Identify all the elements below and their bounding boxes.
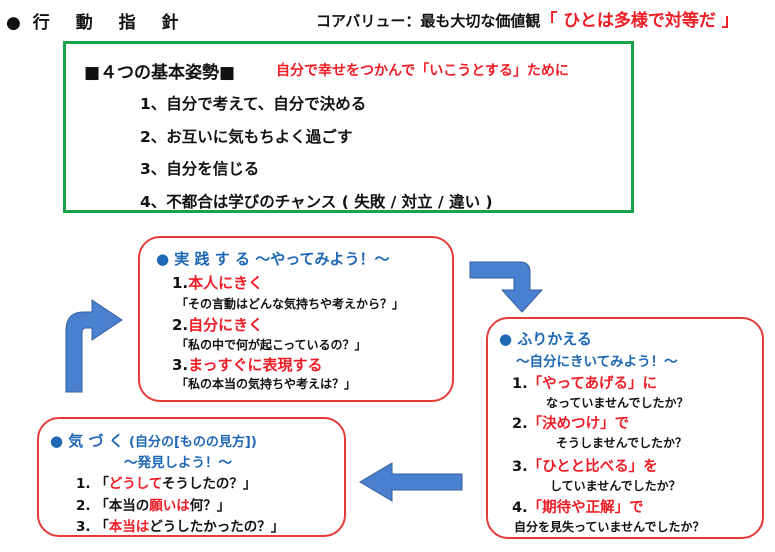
notice-item: 1. 「どうしてそうしたの？」: [76, 472, 256, 492]
practice-item: 1.本人にきく: [172, 272, 263, 293]
notice-red: 本当は: [108, 519, 150, 535]
reflect-label: 「決めつけ」: [527, 416, 615, 432]
reflect-title: ● ふりかえる: [499, 330, 592, 348]
posture-subtitle: 自分で幸せをつかんで「いこうとする」ために: [276, 63, 569, 79]
practice-quote: 「その言動はどんな気持ちや考えから？」: [176, 297, 405, 311]
reflect-label: 「やってあげる」: [527, 376, 643, 392]
reflect-particle: で: [614, 416, 630, 432]
notice-num: 3.: [76, 519, 91, 535]
title-char: 指: [118, 13, 138, 33]
reflect-num: 1.: [512, 376, 528, 392]
notice-open: 「: [95, 519, 109, 535]
reflect-num: 3.: [512, 459, 528, 475]
notice-rest: 何？」: [189, 498, 231, 514]
practice-label: 自分にきく: [188, 316, 264, 334]
basic-posture-box: [63, 41, 634, 213]
practice-num: 2.: [172, 316, 189, 334]
core-value-prefix: コアバリュー：最も大切な価値観: [316, 12, 541, 30]
reflect-item: 3.「ひとと比べる」を: [512, 455, 658, 476]
reflect-num: 4.: [512, 500, 528, 516]
arrow-right-down-icon: [469, 261, 544, 313]
reflect-line2: していませんでしたか？: [550, 479, 681, 493]
practice-quote: 「私の中で何が起こっているの？」: [176, 338, 367, 352]
notice-title: ● 気 づ く (自分の[ものの見方]): [50, 430, 257, 451]
reflect-item: 4.「期待や正解」で: [512, 496, 644, 517]
posture-item: 3、自分を信じる: [140, 160, 260, 178]
notice-red: どうして: [108, 476, 162, 492]
practice-label: まっすぐに表現する: [188, 356, 323, 374]
notice-open: 「本当の: [95, 498, 150, 514]
title-char: 動: [75, 13, 95, 33]
practice-num: 1.: [172, 274, 189, 292]
posture-item: 1、自分で考えて、自分で決める: [140, 95, 367, 113]
reflect-item: 2.「決めつけ」で: [512, 412, 629, 433]
core-value-text: 「 ひとは多様で対等だ 」: [540, 11, 739, 31]
practice-quote: 「私の本当の気持ちや考えは？」: [176, 377, 357, 391]
title-bullet: ●: [6, 13, 23, 33]
practice-label: 本人にきく: [188, 274, 264, 292]
notice-subtitle: ～発見しよう！～: [124, 455, 232, 471]
practice-item: 3.まっすぐに表現する: [172, 354, 323, 375]
title-char: 針: [161, 13, 181, 33]
notice-open: 「: [95, 476, 109, 492]
notice-red: 願いは: [149, 498, 190, 514]
reflect-subtitle: ～自分にきいてみよう！～: [516, 354, 678, 370]
posture-item: 4、不都合は学びのチャンス ( 失敗 / 対立 / 違い ): [140, 193, 493, 211]
notice-title-note: (自分の[ものの見方]): [129, 435, 257, 450]
title-char: 行: [32, 13, 52, 33]
posture-item: 2、お互いに気もちよく過ごす: [140, 128, 353, 146]
arrow-up-right-icon: [65, 299, 123, 393]
reflect-item: 1.「やってあげる」に: [512, 372, 657, 393]
reflect-line2: 自分を見失っていませんでしたか？: [514, 520, 705, 534]
practice-title: ● 実 践 す る ～やってみよう！～: [156, 250, 390, 268]
reflect-num: 2.: [512, 416, 528, 432]
reflect-label: 「期待や正解」: [527, 500, 630, 516]
reflect-line2: そうしませんでしたか？: [556, 436, 688, 450]
reflect-particle: に: [642, 376, 657, 392]
notice-item: 2. 「本当の願いは何？」: [76, 494, 230, 514]
arrow-left-icon: [359, 462, 463, 502]
guideline-title: ● 行 動 指 針: [6, 8, 197, 33]
posture-heading: ■４つの基本姿勢■: [84, 63, 236, 83]
notice-num: 2.: [76, 498, 91, 514]
reflect-box: [486, 317, 764, 539]
reflect-particle: を: [643, 459, 658, 475]
notice-title-main: ● 気 づ く: [50, 432, 124, 450]
reflect-particle: で: [629, 500, 644, 516]
reflect-line2: なっていませんでしたか？: [546, 396, 689, 410]
notice-box: [37, 417, 346, 537]
practice-item: 2.自分にきく: [172, 314, 263, 335]
core-value: コアバリュー：最も大切な価値観「 ひとは多様で対等だ 」: [316, 6, 739, 31]
notice-item: 3. 「本当はどうしたかったの？」: [76, 515, 284, 535]
practice-num: 3.: [172, 356, 189, 374]
notice-rest: そうしたの？」: [161, 476, 257, 492]
reflect-label: 「ひとと比べる」: [527, 459, 644, 475]
notice-rest: どうしたかったの？」: [149, 519, 285, 535]
practice-box: [138, 236, 454, 402]
notice-num: 1.: [76, 476, 91, 492]
